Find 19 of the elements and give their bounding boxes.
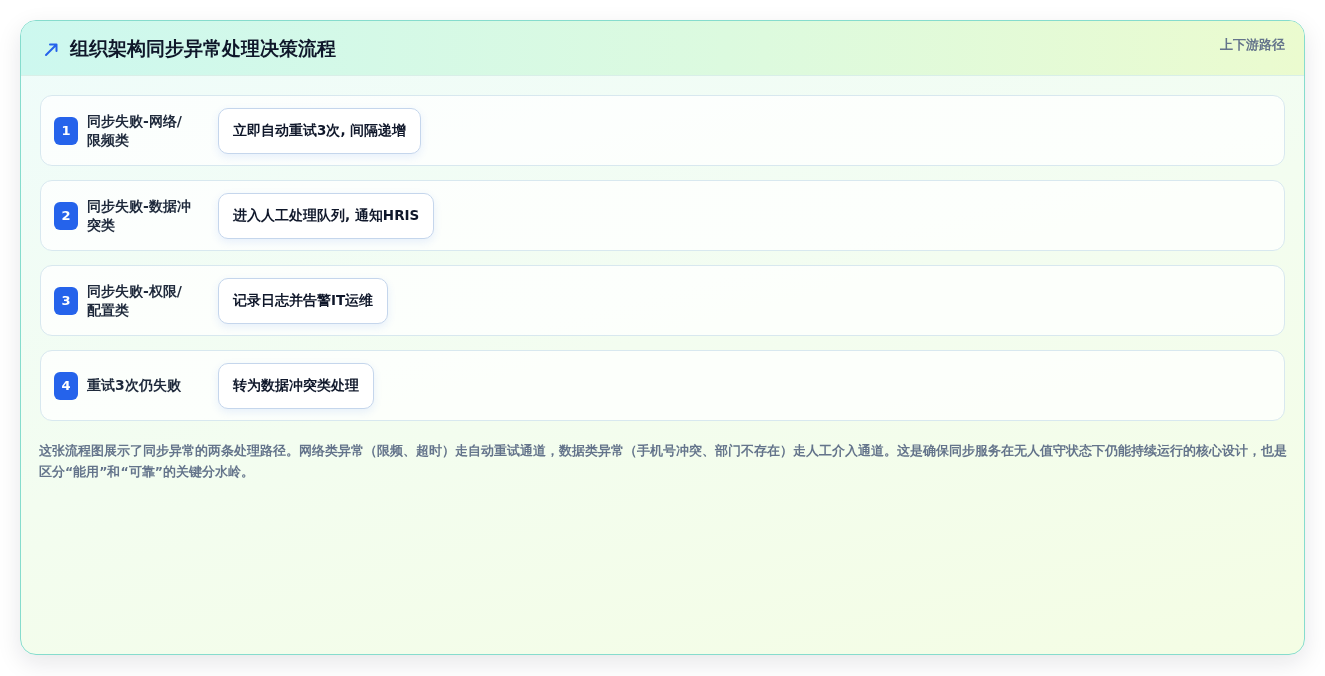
action-box: 记录日志并告警IT运维	[218, 277, 389, 324]
action-box: 转为数据冲突类处理	[218, 362, 374, 409]
condition-text: 同步失败-数据冲突类	[87, 196, 192, 235]
step-number: 4	[54, 371, 78, 400]
step-row	[40, 95, 1285, 166]
step-row	[40, 180, 1285, 251]
step-number: 2	[54, 201, 78, 230]
caption: 这张流程图展示了同步异常的两条处理路径。网络类异常（限频、超时）走自动重试通道，数据类异常（手机号冲突、部门不存在）走人工介入通道。这是确保同步服务在无人值守状态下仍能持续运行的核心设计，也是区分“能用”和“可靠”的关键分水岭。	[39, 442, 1287, 481]
step-number: 3	[54, 286, 78, 315]
step-number: 1	[54, 116, 78, 145]
condition-text: 重试3次仍失败	[87, 376, 182, 395]
action-box: 立即自动重试3次, 间隔递增	[218, 107, 422, 154]
action-box: 进入人工处理队列, 通知HRIS	[218, 192, 435, 239]
path-label: 上下游路径	[1220, 36, 1285, 54]
step-row	[40, 350, 1285, 421]
condition-text: 同步失败-网络/限频类	[87, 111, 183, 150]
condition-text: 同步失败-权限/配置类	[87, 281, 183, 320]
step-row	[40, 265, 1285, 336]
title: 组织架构同步异常处理决策流程	[70, 36, 336, 61]
